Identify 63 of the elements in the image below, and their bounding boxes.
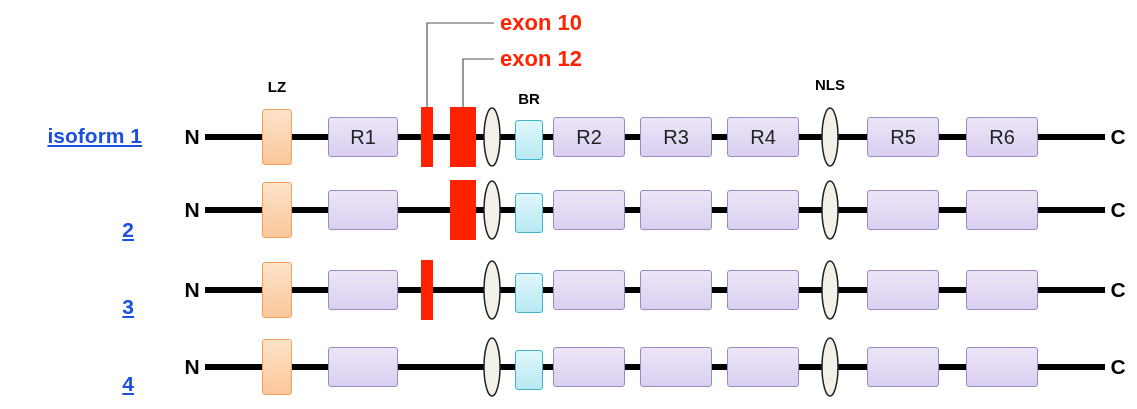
exon-bar <box>421 260 433 320</box>
leucine-zipper-domain <box>262 182 292 238</box>
terminus-label: N <box>183 125 201 149</box>
leucine-zipper-domain <box>262 109 292 165</box>
repeat-domain <box>966 190 1038 230</box>
terminus-label: N <box>183 198 201 222</box>
basic-region-domain <box>515 193 543 233</box>
terminus-label: C <box>1109 355 1127 379</box>
oval-marker <box>821 180 839 240</box>
repeat-domain <box>867 270 939 310</box>
repeat-domain <box>328 190 398 230</box>
leader-line <box>426 22 495 108</box>
leucine-zipper-domain <box>262 262 292 318</box>
exon-bar <box>450 180 476 240</box>
terminus-label: N <box>183 355 201 379</box>
repeat-domain <box>640 270 712 310</box>
repeat-domain <box>640 190 712 230</box>
repeat-domain <box>640 347 712 387</box>
basic-region-domain <box>515 273 543 313</box>
repeat-domain <box>553 270 625 310</box>
repeat-domain <box>966 347 1038 387</box>
domain-label: BR <box>517 90 541 107</box>
terminus-label: C <box>1109 278 1127 302</box>
oval-marker <box>821 107 839 167</box>
repeat-domain <box>727 347 799 387</box>
repeat-domain <box>727 190 799 230</box>
domain-label: LZ <box>266 78 288 95</box>
repeat-domain <box>553 190 625 230</box>
terminus-label: C <box>1109 125 1127 149</box>
repeat-domain: R6 <box>966 117 1038 157</box>
exon-label: exon 10 <box>500 8 610 38</box>
exon-bar <box>450 107 476 167</box>
terminus-label: C <box>1109 198 1127 222</box>
isoform-link: isoform 1 <box>46 124 142 148</box>
repeat-domain <box>727 270 799 310</box>
repeat-domain <box>328 347 398 387</box>
repeat-domain <box>553 347 625 387</box>
isoform-link: 4 <box>121 372 134 396</box>
oval-marker <box>483 337 501 397</box>
basic-region-domain <box>515 120 543 160</box>
exon-label: exon 12 <box>500 44 610 74</box>
repeat-domain: R3 <box>640 117 712 157</box>
terminus-label: N <box>183 278 201 302</box>
domain-label: NLS <box>814 76 846 93</box>
repeat-domain <box>867 190 939 230</box>
isoform-link: 2 <box>121 218 134 242</box>
repeat-domain: R5 <box>867 117 939 157</box>
repeat-domain: R4 <box>727 117 799 157</box>
repeat-domain: R1 <box>328 117 398 157</box>
repeat-domain <box>867 347 939 387</box>
oval-marker <box>483 260 501 320</box>
exon-bar <box>421 107 433 167</box>
repeat-domain: R2 <box>553 117 625 157</box>
basic-region-domain <box>515 350 543 390</box>
isoform-link: 3 <box>121 295 134 319</box>
oval-marker <box>483 107 501 167</box>
repeat-domain <box>328 270 398 310</box>
leucine-zipper-domain <box>262 339 292 395</box>
repeat-domain <box>966 270 1038 310</box>
oval-marker <box>821 260 839 320</box>
oval-marker <box>821 337 839 397</box>
leader-line <box>462 58 495 108</box>
oval-marker <box>483 180 501 240</box>
